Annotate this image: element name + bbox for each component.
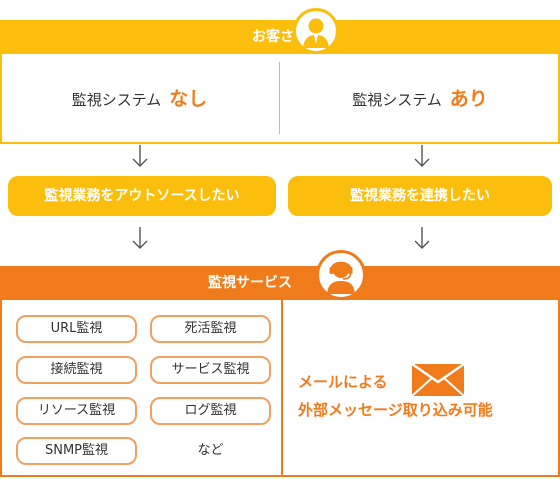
customer-person-icon — [293, 8, 339, 54]
service-chip-service: サービス監視 — [150, 356, 271, 384]
customer-header-bar — [0, 20, 560, 54]
arrow-down-icon — [132, 145, 148, 167]
support-operator-icon — [316, 250, 366, 300]
integrate-pill: 監視業務を連携したい — [288, 176, 552, 216]
service-title: 監視サービス — [208, 275, 292, 291]
customer-box — [0, 54, 560, 144]
system-none-highlight: なし — [169, 88, 208, 110]
outsource-pill: 監視業務をアウトソースしたい — [8, 176, 276, 216]
customer-divider — [279, 62, 280, 134]
mail-line-1: メールによる — [298, 373, 388, 391]
system-none-label: 監視システムなし — [71, 88, 208, 110]
service-chip-resource: リソース監視 — [16, 397, 137, 425]
arrow-down-icon — [414, 145, 430, 167]
customer-title: お客さま — [252, 29, 308, 45]
arrow-down-icon — [414, 227, 430, 249]
service-divider — [281, 300, 283, 477]
mail-envelope-icon — [411, 362, 465, 397]
service-chip-log: ログ監視 — [150, 397, 271, 425]
mail-line-2: 外部メッセージ取り込み可能 — [298, 401, 493, 419]
system-exists-label: 監視システムあり — [352, 88, 488, 110]
arrow-down-icon — [132, 227, 148, 249]
service-chip-connection: 接続監視 — [16, 356, 137, 384]
service-chip-snmp: SNMP監視 — [16, 437, 137, 465]
service-etc-label: など — [197, 443, 224, 458]
system-exists-highlight: あり — [449, 88, 488, 110]
service-chip-alive: 死活監視 — [150, 315, 271, 343]
service-header-bar — [0, 266, 560, 300]
service-chip-url: URL監視 — [16, 315, 137, 343]
